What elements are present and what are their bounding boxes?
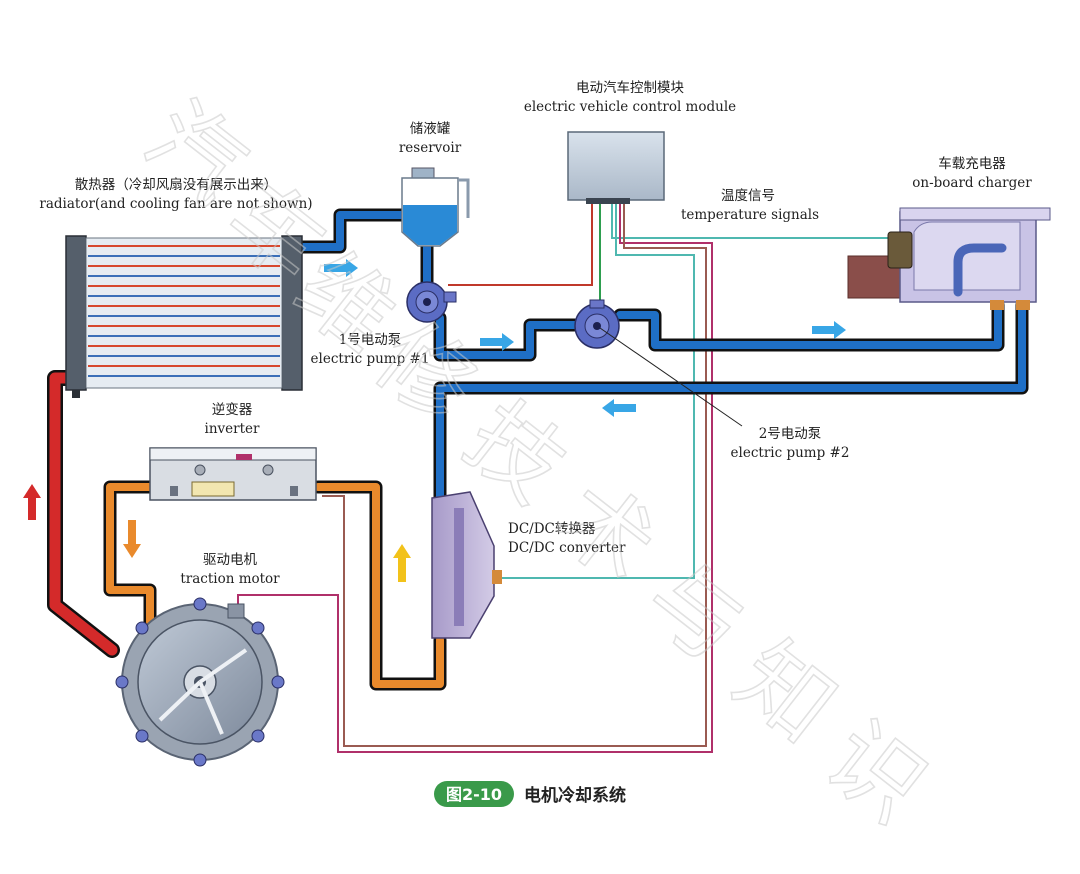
label-temp-signal-en: temperature signals — [681, 207, 819, 223]
labels: 电动汽车控制模块 electric vehicle control module… — [39, 79, 1032, 587]
watermark-char: 知 — [716, 622, 854, 763]
radiator — [65, 235, 303, 398]
label-pump2-en: electric pump #2 — [731, 445, 850, 461]
figure-title: 电机冷却系统 — [524, 785, 626, 806]
reservoir — [401, 167, 470, 247]
label-motor-en: traction motor — [180, 571, 280, 587]
label-inverter-en: inverter — [205, 421, 260, 437]
label-charger-en: on-board charger — [912, 175, 1032, 191]
label-control-module-en: electric vehicle control module — [524, 99, 736, 115]
label-reservoir-en: reservoir — [399, 140, 462, 156]
signal-wire-magenta-motor — [237, 200, 713, 753]
electric-pump-1 — [406, 281, 457, 323]
label-radiator-en: radiator(and cooling fan are not shown) — [39, 196, 312, 212]
signal-wire-cyan-charger — [611, 200, 890, 239]
label-motor-zh: 驱动电机 — [203, 552, 257, 568]
flow-arrow-blue-right-2 — [480, 333, 514, 351]
pipe-pump2-to-charger — [613, 298, 1005, 352]
label-dcdc-zh: DC/DC转换器 — [508, 521, 596, 537]
watermark-char: 与 — [626, 542, 764, 683]
control-module — [567, 131, 665, 204]
inverter — [149, 447, 317, 501]
signal-wire-cyan-dcdc — [500, 200, 695, 579]
watermark-char: 识 — [806, 702, 944, 843]
label-charger-zh: 车载充电器 — [938, 155, 1006, 172]
figure-number: 图2-10 — [446, 785, 502, 804]
figure-number-badge — [434, 781, 514, 807]
on-board-charger — [847, 207, 1051, 310]
label-dcdc-en: DC/DC converter — [508, 540, 626, 556]
flow-arrow-red-up — [23, 484, 41, 520]
flow-arrow-blue-right-3 — [812, 321, 846, 339]
flow-arrows — [23, 259, 846, 582]
label-temp-signal-zh: 温度信号 — [721, 188, 775, 204]
pump2-callout-line — [599, 327, 743, 427]
label-pump2-zh: 2号电动泵 — [759, 426, 822, 442]
signal-wire-brown-inverter — [322, 200, 707, 747]
flow-arrow-orange-down — [123, 520, 141, 558]
label-reservoir-zh: 储液罐 — [410, 121, 451, 137]
traction-motor — [115, 597, 285, 767]
label-control-module-zh: 电动汽车控制模块 — [576, 79, 684, 96]
label-inverter-zh: 逆变器 — [212, 402, 253, 418]
flow-arrow-yellow-up — [393, 544, 411, 582]
flow-arrow-blue-right-1 — [324, 259, 358, 277]
label-radiator-zh: 散热器（冷却风扇没有展示出来） — [75, 177, 278, 193]
radiator-fins — [88, 245, 280, 377]
label-pump1-zh: 1号电动泵 — [339, 332, 402, 348]
dcdc-converter — [431, 491, 502, 639]
watermark-char: 术 — [536, 462, 674, 603]
figure-caption: 图2-10 电机冷却系统 — [434, 781, 626, 807]
flow-arrow-blue-left — [602, 399, 636, 417]
electric-pump-2 — [574, 299, 620, 349]
signal-wires — [237, 200, 890, 753]
label-pump1-en: electric pump #1 — [311, 351, 430, 367]
signal-wire-red — [448, 200, 593, 286]
